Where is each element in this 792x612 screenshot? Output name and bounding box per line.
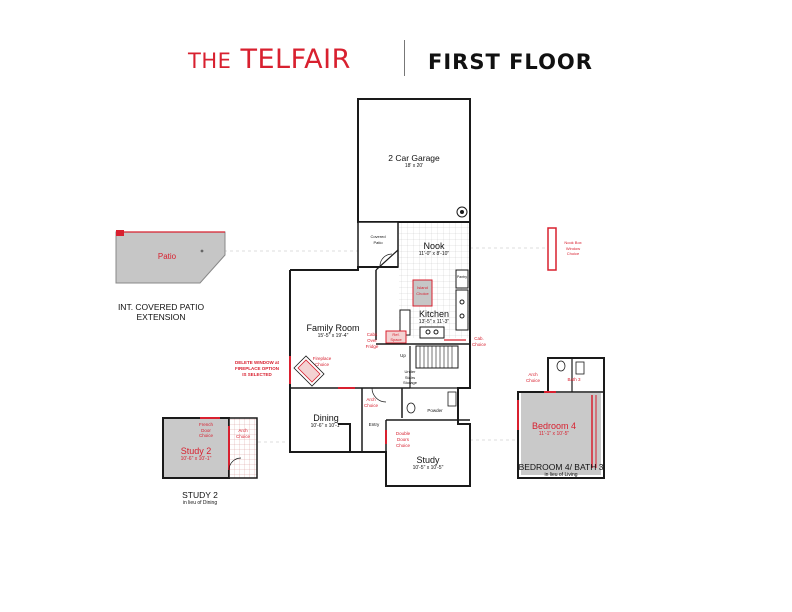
main-house-walls <box>289 221 471 487</box>
kitchen-label: Kitchen 13'-5" x 11'-3" <box>398 309 470 325</box>
study-2-caption-title: STUDY 2 <box>182 490 218 500</box>
under-stairs-label: Under Stairs Storage <box>402 369 417 385</box>
dining-label: Dining 10'-6" x 10'-1" <box>290 413 362 429</box>
bedroom-4-caption: BEDROOM 4/ BATH 3 in lieu of Living <box>500 462 622 478</box>
study-2-label: Study 2 10'-6" x 10'-1" <box>163 446 229 462</box>
study-2-caption-sub: in lieu of Dining <box>182 500 218 506</box>
plan-title-name: TELFAIR <box>240 44 351 75</box>
ref-space-callout: Ref. Space <box>390 332 402 342</box>
french-door-callout: French Door Choice <box>198 422 213 438</box>
entry-label: Entry <box>368 422 380 427</box>
fireplace <box>293 355 325 387</box>
patio-extension <box>115 230 226 284</box>
bedroom-4-caption-title: BEDROOM 4/ BATH 3 <box>518 462 604 472</box>
family-room-label: Family Room 15'-5" x 19'-4" <box>290 323 376 339</box>
nook-box-window-callout: Nook Box Window Choice <box>564 240 582 256</box>
double-doors-callout: Double Doors Choice <box>395 431 411 448</box>
stairs <box>409 345 459 389</box>
patio-caption-line1: INT. COVERED PATIO <box>117 302 205 312</box>
powder-fixtures <box>406 391 457 414</box>
bath-3-label: Bath 3 <box>567 377 581 382</box>
powder-label: Powder <box>427 408 443 413</box>
bedroom-4-name: Bedroom 4 <box>531 421 577 431</box>
study-2-plan <box>162 417 258 479</box>
patio-label: Patio <box>157 252 177 261</box>
title-divider <box>404 40 405 76</box>
stairs-up-label: Up <box>400 353 406 358</box>
study-2-name: Study 2 <box>180 446 212 456</box>
study-dims: 10'-5" x 10'-5" <box>412 465 444 471</box>
arch-choice-callout: Arch Choice <box>363 397 378 408</box>
dining-name: Dining <box>313 413 339 423</box>
dining-dims: 10'-6" x 10'-1" <box>310 423 342 429</box>
kitchen-island <box>412 279 433 307</box>
floor-label: FIRST FLOOR <box>428 50 593 74</box>
bedroom-4-label: Bedroom 4 11'-1" x 10'-5" <box>521 421 587 437</box>
plan-title-prefix: THE <box>188 49 232 73</box>
garage-label: 2 Car Garage 18' x 20' <box>358 153 470 169</box>
page-header: THE TELFAIR FIRST FLOOR <box>0 40 792 80</box>
nook-label: Nook 11'-0" x 8'-10" <box>398 241 470 257</box>
plan-title: THE TELFAIR <box>188 44 351 75</box>
alignment-lines <box>200 247 548 443</box>
kitchen-name: Kitchen <box>418 309 450 319</box>
island-label: Island Choice <box>416 285 429 296</box>
bedroom-4-plan <box>517 357 605 479</box>
nook-dims: 11'-0" x 8'-10" <box>418 251 450 257</box>
covered-patio <box>357 221 399 268</box>
bedroom-4-caption-sub: in lieu of Living <box>544 472 578 478</box>
garage-dims: 18' x 20' <box>404 163 424 169</box>
fireplace-choice-callout: Fireplace Choice <box>312 356 332 367</box>
patio-caption: INT. COVERED PATIO EXTENSION <box>100 302 222 322</box>
study-label: Study 10'-5" x 10'-5" <box>386 455 470 471</box>
kitchen-counters <box>399 269 469 339</box>
study-2-dims: 10'-6" x 10'-1" <box>180 456 212 462</box>
family-room-dims: 15'-5" x 19'-4" <box>317 333 349 339</box>
pantry-label: Pantry <box>456 275 468 279</box>
kitchen-dims: 13'-5" x 11'-3" <box>418 319 450 325</box>
patio-caption-line2: EXTENSION <box>136 312 186 322</box>
garage-name: 2 Car Garage <box>388 153 440 163</box>
ref-space <box>385 330 407 344</box>
delete-window-callout: DELETE WINDOW at FIREPLACE OPTION IS SEL… <box>234 360 279 377</box>
study-2-caption: STUDY 2 in lieu of Dining <box>160 490 240 506</box>
bedroom-4-arch-callout: Arch Choice <box>525 372 540 383</box>
study-2-arch-callout: Arch Choice <box>235 428 250 439</box>
cabs-over-fridge-callout: Cabs Over Fridge <box>365 332 379 349</box>
study-name: Study <box>416 455 440 465</box>
cab-choice-callout: Cab. Choice <box>471 336 486 347</box>
bedroom-4-dims: 11'-1" x 10'-5" <box>538 431 570 437</box>
family-room-name: Family Room <box>306 323 360 333</box>
covered-patio-label: Covered Patio <box>370 234 386 245</box>
nook-box-window <box>547 227 557 271</box>
nook-name: Nook <box>423 241 445 251</box>
